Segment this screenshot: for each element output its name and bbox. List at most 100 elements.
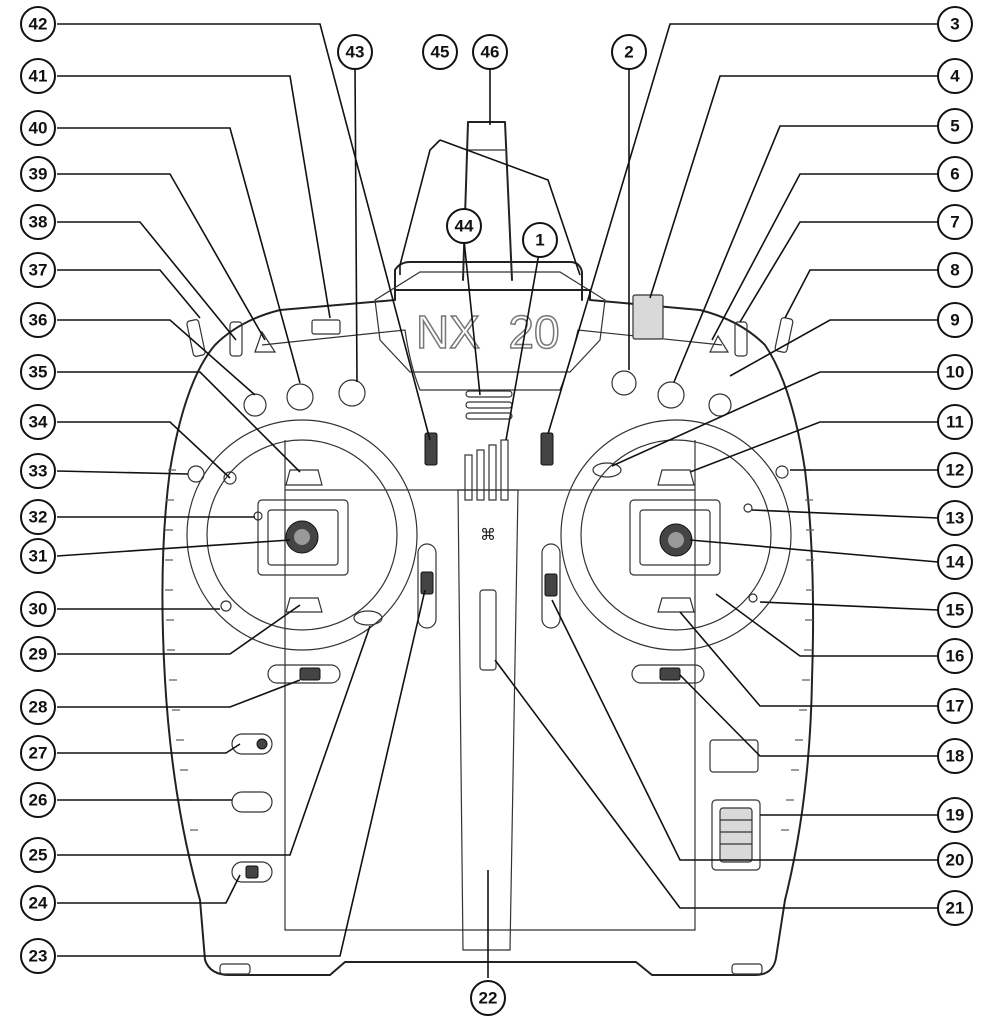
callout-40-label: 40 bbox=[29, 119, 48, 138]
callout-21: 21 bbox=[937, 890, 973, 926]
leader-lines bbox=[56, 23, 939, 978]
callout-31-label: 31 bbox=[29, 547, 48, 566]
callout-28: 28 bbox=[20, 689, 56, 725]
callout-11: 11 bbox=[937, 404, 973, 440]
callout-31: 31 bbox=[20, 538, 56, 574]
callout-16: 16 bbox=[937, 638, 973, 674]
callout-2-label: 2 bbox=[624, 43, 633, 62]
right-button-9 bbox=[708, 393, 732, 417]
callout-36-label: 36 bbox=[29, 311, 48, 330]
callout-2: 2 bbox=[611, 34, 647, 70]
handle bbox=[394, 261, 583, 301]
callout-29: 29 bbox=[20, 636, 56, 672]
callout-4-label: 4 bbox=[950, 67, 960, 86]
horizontal-trims bbox=[267, 664, 705, 684]
status-leds bbox=[465, 390, 513, 420]
callout-23-label: 23 bbox=[29, 947, 48, 966]
callout-46-label: 46 bbox=[481, 43, 500, 62]
left-gimbal bbox=[186, 419, 418, 651]
callout-21-label: 21 bbox=[946, 899, 965, 918]
callout-33-label: 33 bbox=[29, 462, 48, 481]
callout-25: 25 bbox=[20, 837, 56, 873]
callout-15: 15 bbox=[937, 592, 973, 628]
logo-20: 20 bbox=[508, 306, 559, 358]
callout-32-label: 32 bbox=[29, 508, 48, 527]
callout-15-label: 15 bbox=[946, 601, 965, 620]
callout-35-label: 35 bbox=[29, 363, 48, 382]
right-rocker-2 bbox=[540, 432, 554, 466]
logo-nx: NX bbox=[416, 306, 480, 358]
callout-30: 30 bbox=[20, 591, 56, 627]
callout-4: 4 bbox=[937, 58, 973, 94]
callout-29-label: 29 bbox=[29, 645, 48, 664]
callout-30-label: 30 bbox=[29, 600, 48, 619]
callout-14: 14 bbox=[937, 544, 973, 580]
left-rocker-42 bbox=[424, 432, 438, 466]
callout-39-label: 39 bbox=[29, 165, 48, 184]
callout-33: 33 bbox=[20, 453, 56, 489]
callout-8: 8 bbox=[937, 252, 973, 288]
callout-23: 23 bbox=[20, 938, 56, 974]
callout-28-label: 28 bbox=[29, 698, 48, 717]
callout-9: 9 bbox=[937, 302, 973, 338]
right-roller-19 bbox=[709, 739, 761, 871]
callout-43: 43 bbox=[337, 34, 373, 70]
callout-27: 27 bbox=[20, 735, 56, 771]
antenna bbox=[462, 121, 513, 281]
callout-9-label: 9 bbox=[950, 311, 959, 330]
callout-6-label: 6 bbox=[950, 165, 959, 184]
callout-45: 45 bbox=[422, 34, 458, 70]
callout-6: 6 bbox=[937, 156, 973, 192]
callout-17: 17 bbox=[937, 688, 973, 724]
left-knob-40 bbox=[286, 383, 314, 411]
callout-20: 20 bbox=[937, 842, 973, 878]
callout-37-label: 37 bbox=[29, 261, 48, 280]
center-bars bbox=[464, 439, 509, 501]
callout-39: 39 bbox=[20, 156, 56, 192]
callouts: 1 2 3 4 5 6 7 8 9 10 11 12 13 14 15 16 1… bbox=[20, 6, 973, 1016]
callout-41: 41 bbox=[20, 58, 56, 94]
callout-5-label: 5 bbox=[950, 117, 959, 136]
callout-18: 18 bbox=[937, 738, 973, 774]
callout-5: 5 bbox=[937, 108, 973, 144]
callout-3: 3 bbox=[937, 6, 973, 42]
right-grip-texture bbox=[781, 469, 814, 831]
center-emblem: ⌘ bbox=[480, 525, 496, 544]
right-gimbal bbox=[560, 419, 792, 651]
callout-35: 35 bbox=[20, 354, 56, 390]
left-side-buttons bbox=[231, 733, 273, 883]
callout-10: 10 bbox=[937, 354, 973, 390]
body-outline bbox=[161, 289, 815, 976]
right-top-switches bbox=[611, 294, 794, 417]
callout-1: 1 bbox=[522, 222, 558, 258]
callout-46: 46 bbox=[472, 34, 508, 70]
left-button-36 bbox=[243, 393, 267, 417]
callout-38: 38 bbox=[20, 204, 56, 240]
left-top-switches bbox=[186, 319, 366, 417]
left-knob-43 bbox=[338, 379, 366, 407]
callout-26-label: 26 bbox=[29, 791, 48, 810]
callout-11-label: 11 bbox=[946, 413, 964, 432]
callout-10-label: 10 bbox=[946, 363, 965, 382]
callout-13: 13 bbox=[937, 500, 973, 536]
callout-40: 40 bbox=[20, 110, 56, 146]
callout-42: 42 bbox=[20, 6, 56, 42]
transmitter-body: NX 20 bbox=[161, 121, 815, 976]
callout-44: 44 bbox=[446, 208, 482, 244]
callout-16-label: 16 bbox=[946, 647, 965, 666]
callout-37: 37 bbox=[20, 252, 56, 288]
callout-34: 34 bbox=[20, 404, 56, 440]
callout-42-label: 42 bbox=[29, 15, 48, 34]
vertical-trims bbox=[417, 543, 561, 629]
callout-20-label: 20 bbox=[946, 851, 965, 870]
callout-24: 24 bbox=[20, 885, 56, 921]
callout-1-label: 1 bbox=[535, 231, 544, 250]
callout-22-label: 22 bbox=[479, 989, 498, 1008]
callout-13-label: 13 bbox=[946, 509, 965, 528]
right-knob-2 bbox=[611, 370, 637, 396]
callout-45-label: 45 bbox=[431, 43, 450, 62]
callout-24-label: 24 bbox=[29, 894, 48, 913]
callout-12-label: 12 bbox=[946, 461, 965, 480]
callout-17-label: 17 bbox=[946, 697, 965, 716]
